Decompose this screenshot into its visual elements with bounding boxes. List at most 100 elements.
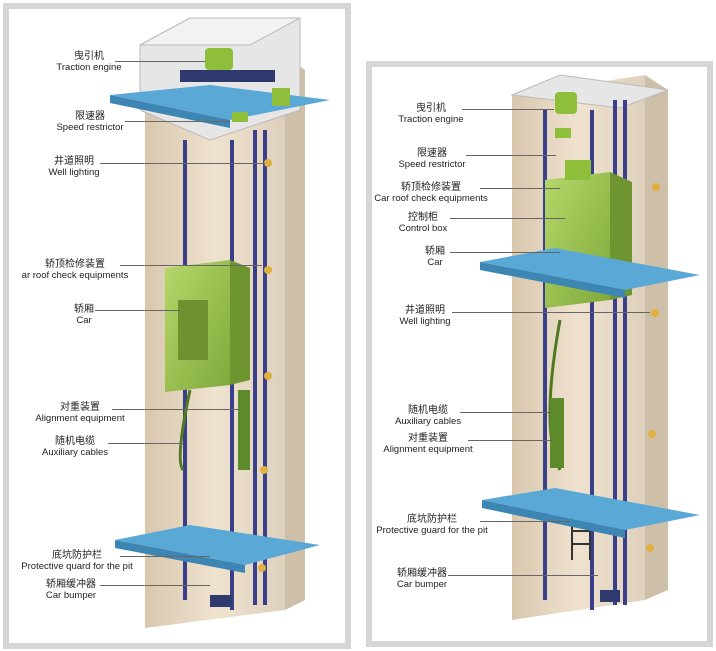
label-en: Protective guard for the pit	[376, 525, 488, 536]
right-label-alignment-equipment: 对重装置 Alignment equipment	[380, 433, 476, 455]
label-cn: 曳引机	[74, 51, 104, 62]
left-car-side	[230, 260, 250, 385]
left-label-auxiliary-cables: 随机电缆 Auxiliary cables	[35, 436, 115, 458]
leader-line	[448, 575, 598, 576]
label-cn: 随机电缆	[55, 436, 95, 447]
left-label-traction-engine: 曳引机 Traction engine	[38, 51, 140, 73]
label-en: Control box	[398, 223, 448, 234]
label-en: Traction engine	[56, 62, 122, 73]
label-cn: 随机电缆	[408, 405, 448, 416]
leader-line	[120, 265, 262, 266]
leader-line	[466, 155, 556, 156]
label-cn: 轿厢	[74, 304, 94, 315]
left-traction-engine	[205, 48, 233, 70]
right-label-car-roof-check: 轿顶检修装置 Car roof check equipments	[372, 182, 490, 204]
right-bottom-slab-edge	[482, 500, 625, 538]
label-cn: 底坑防护栏	[52, 550, 102, 561]
label-cn: 对重装置	[60, 402, 100, 413]
right-label-pit-guard: 底坑防护栏 Protective guard for the pit	[372, 514, 492, 536]
label-en: Speed restrictor	[398, 159, 466, 170]
label-cn: 轿厢缓冲器	[46, 579, 96, 590]
right-speed-restrictor	[555, 128, 571, 138]
label-cn: 轿顶检修装置	[401, 182, 461, 193]
leader-line	[108, 443, 183, 444]
label-en: Car	[76, 315, 92, 326]
leader-line	[462, 109, 554, 110]
leader-line	[95, 310, 180, 311]
right-upper-slab-edge	[480, 262, 625, 298]
left-car-door	[178, 300, 208, 360]
label-en: Auxiliary cables	[395, 416, 461, 427]
right-label-car: 轿厢 Car	[414, 246, 456, 268]
label-en: Speed restrictor	[56, 122, 124, 133]
leader-line	[468, 440, 552, 441]
right-bottom-slab	[482, 488, 700, 530]
left-machine-base	[180, 70, 275, 82]
right-car-bumper	[600, 590, 620, 602]
right-panel	[366, 61, 713, 647]
label-cn: 曳引机	[416, 103, 446, 114]
leader-line	[480, 521, 570, 522]
label-cn: 井道照明	[54, 156, 94, 167]
left-shaft-right-wall	[285, 55, 305, 610]
label-en: Car bumper	[45, 590, 97, 601]
left-label-pit-guard: 底坑防护栏 Protective quard for the pit	[12, 550, 142, 572]
label-en: Auxiliary cables	[42, 447, 108, 458]
leader-line	[100, 163, 265, 164]
leader-line	[460, 412, 552, 413]
right-shaft-right-wall	[645, 75, 668, 600]
right-label-traction-engine: 曳引机 Traction engine	[390, 103, 472, 125]
left-counterweight	[238, 390, 250, 470]
label-cn: 轿厢	[425, 246, 445, 257]
left-control-box	[272, 88, 290, 106]
right-label-well-lighting: 井道照明 Well lighting	[392, 305, 458, 327]
label-en: ar roof check equipments	[21, 270, 129, 281]
leader-line	[115, 61, 205, 62]
label-en: Car	[427, 257, 443, 268]
left-speed-restrictor	[232, 112, 248, 122]
label-en: Alignment equipment	[35, 413, 125, 424]
label-cn: 轿厢缓冲器	[397, 568, 447, 579]
label-en: Alignment equipment	[383, 444, 473, 455]
leader-line	[125, 121, 230, 122]
label-en: Traction engine	[398, 114, 464, 125]
right-label-control-box: 控制柜 Control box	[390, 212, 456, 234]
label-en: Well lighting	[48, 167, 100, 178]
right-control-box	[565, 160, 591, 180]
right-counterweight	[550, 398, 564, 468]
leader-line	[450, 252, 560, 253]
leader-line	[120, 556, 210, 557]
label-cn: 对重装置	[408, 433, 448, 444]
right-upper-slab	[480, 248, 700, 290]
label-en: Protective quard for the pit	[21, 561, 133, 572]
leader-line	[112, 409, 240, 410]
leader-line	[452, 312, 650, 313]
left-well-lights	[258, 159, 272, 572]
label-cn: 轿顶检修装置	[45, 259, 105, 270]
left-bottom-slab	[115, 525, 320, 565]
left-label-well-lighting: 井道照明 Well lighting	[38, 156, 110, 178]
label-en: Well lighting	[399, 316, 451, 327]
label-en: Car roof check equipments	[374, 193, 488, 204]
right-shaft-top	[510, 74, 669, 109]
right-label-auxiliary-cables: 随机电缆 Auxiliary cables	[392, 405, 464, 427]
left-label-speed-restrictor: 限速器 Speed restrictor	[36, 111, 144, 133]
leader-line	[480, 188, 560, 189]
label-cn: 底坑防护栏	[407, 514, 457, 525]
label-cn: 控制柜	[408, 212, 438, 223]
left-auxiliary-cable	[178, 389, 192, 471]
left-car-bumper	[210, 595, 232, 607]
label-cn: 井道照明	[405, 305, 445, 316]
leader-line	[100, 585, 210, 586]
right-well-lights	[646, 183, 660, 552]
label-en: Car bumper	[396, 579, 448, 590]
left-label-car-roof-check: 轿顶检修装置 ar roof check equipments	[12, 259, 138, 281]
right-label-speed-restrictor: 限速器 Speed restrictor	[388, 148, 476, 170]
left-label-alignment-equipment: 对重装置 Alignment equipment	[28, 402, 132, 424]
right-label-car-bumper: 轿厢缓冲器 Car bumper	[392, 568, 452, 590]
left-top-slab-edge	[110, 95, 230, 128]
right-traction-engine	[555, 92, 577, 114]
left-panel	[3, 3, 351, 649]
